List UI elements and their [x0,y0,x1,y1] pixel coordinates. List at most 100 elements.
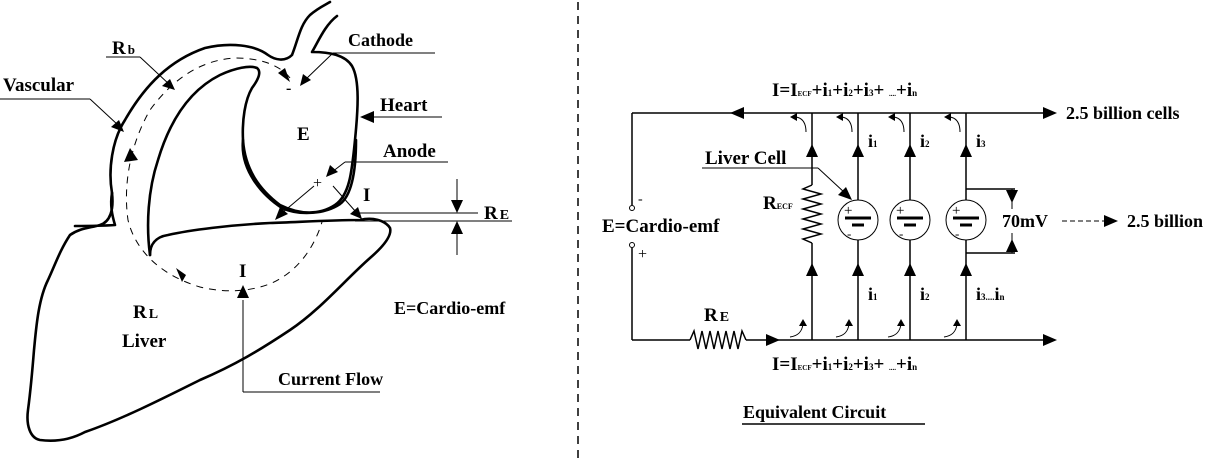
vascular-label: Vascular [3,75,75,96]
flow-hint-arrow [888,113,895,121]
anode-diag-arrow-left [275,207,288,220]
current-flow-arrow [237,285,249,298]
current-flow-label: Current Flow [278,369,383,389]
loop-arrow-bottom [176,268,186,282]
anode-arrow [326,165,338,177]
output-billion-label: 2.5 billion [1127,211,1203,231]
voltage-arrow-top [1006,190,1018,203]
branch-current-top: i1 [868,131,878,151]
anode-label: Anode [383,141,436,162]
current-label-bottom: I [239,261,246,282]
flow-hint-arrow [799,319,807,326]
cell-branch: + - i2 i2 [889,113,931,340]
loop-arrow-top [278,68,290,82]
source-minus-sign: - [638,192,643,207]
anode-sign: + [313,175,322,192]
vessel-inner-wall [146,14,359,257]
branch-current-bottom: i1 [868,284,878,304]
flow-hint-top [893,116,905,133]
battery-minus-sign: - [955,226,959,241]
heart-arrow [360,111,374,123]
output-cells-label: 2.5 billion cells [1066,103,1180,123]
cell-branch: + - i1 i1 [837,113,879,340]
flow-hint-top [841,116,853,133]
liver-outline [26,191,392,443]
cathode-leader [304,52,334,81]
battery-minus-sign: - [847,226,851,241]
voltage-arrow-bottom [1006,239,1018,252]
battery-plus-sign: + [896,203,904,219]
branch-current-top: i2 [920,131,930,151]
cathode-arrow [300,74,311,86]
branch-arrow-up [960,144,972,157]
flow-hint-top [949,116,961,133]
anode-diag-left [281,185,315,214]
branch-arrow-up [904,144,916,157]
current-label-top: I [363,185,370,206]
source-terminal-plus [629,242,635,248]
equation-bottom: I=IECF+i1+i2+i3+ ....+in [772,354,917,375]
voltage-label: 70mV [1002,211,1048,231]
voltage-label-bg [1000,209,1028,233]
source-plus-sign: + [638,246,647,263]
cathode-label: Cathode [348,30,413,50]
flow-hint-arrow [845,319,853,326]
re-arrow-bottom [451,221,463,234]
flow-hint-arrow [836,113,843,121]
branch-arrow-up [960,263,972,276]
rb-arrow [162,79,175,90]
liver-cell-battery [945,199,987,241]
heart-label: Heart [380,95,428,116]
liver-cell-leader [817,167,846,194]
current-loop-dashed [125,57,323,292]
flow-hint-arrow [944,113,951,121]
emf-symbol: E [297,124,310,145]
recf-resistor [800,184,824,244]
liver-cell-arrow [838,187,852,200]
branch-current-top: i3 [976,131,986,151]
recf-label: RECF [763,193,793,214]
branch-recf: RECF [763,113,824,340]
branch-arrow-up [806,144,818,157]
top-rail-return-arrow [730,107,744,119]
vessel-outer-wall [109,0,332,195]
battery-minus-sign: - [899,226,903,241]
vascular-leader [89,98,119,126]
rb-leader [139,56,171,86]
battery-plus-sign: + [952,203,960,219]
circuit-panel: I=IECF+i1+i2+i3+ ....+in 2.5 billion cel… [602,80,1203,425]
anode-diag-right [332,185,357,213]
emf-caption: E=Cardio-emf [394,298,506,318]
branch-arrow-up [852,144,864,157]
battery-plus-sign: + [844,203,852,219]
branch-arrow-up [852,263,864,276]
circuit-caption: Equivalent Circuit [743,402,886,422]
branch-arrow-up [904,263,916,276]
bottom-rail-arrow [766,334,780,346]
liver-label: Liver [122,331,167,352]
flow-hint-arrow [790,113,797,121]
flow-hint-top [795,116,807,133]
branch-current-bottom: i2 [920,284,930,304]
vessel-junction [73,191,117,228]
equation-top: I=IECF+i1+i2+i3+ ....+in [772,80,917,101]
branch-current-bottom: i3....in [976,284,1005,304]
top-rail-output-arrow [1043,107,1057,119]
bottom-rail-output-arrow [1043,334,1057,346]
voltage-leader-arrow [1104,215,1118,227]
liver-cell-battery [837,199,879,241]
liver-cell-label: Liver Cell [705,148,786,169]
vascular-arrow [111,120,124,132]
cell-branch: + - i3 i3....in [945,113,1005,340]
heart-outline [241,138,358,215]
source-terminal-minus [629,205,635,211]
re-resistor [689,328,747,350]
source-label: E=Cardio-emf [602,216,720,237]
liver-cell-battery [889,199,931,241]
